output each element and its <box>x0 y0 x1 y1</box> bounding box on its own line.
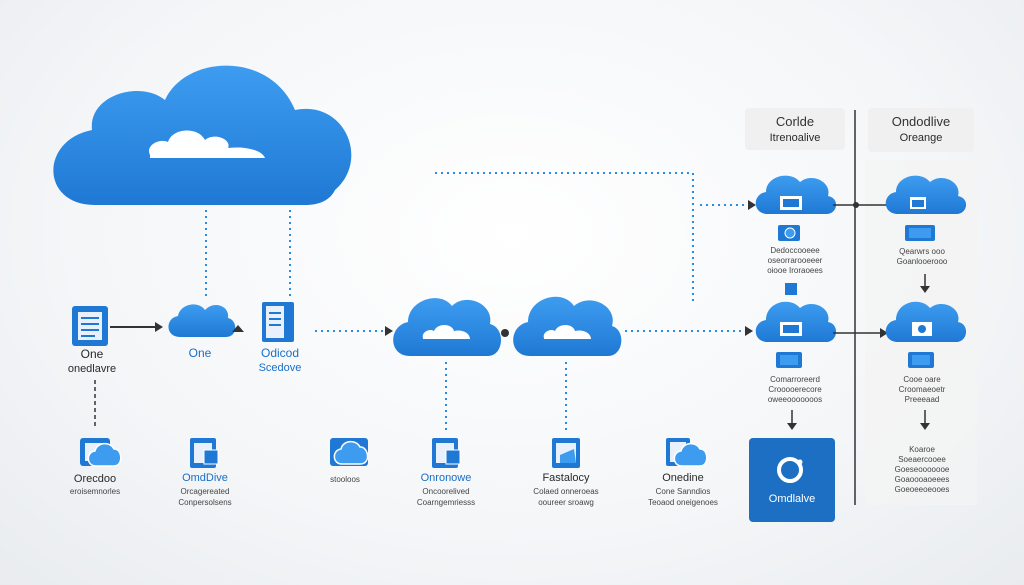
onedrive-logo-dot <box>797 459 803 465</box>
panel-right-title-1: Ondodlive <box>892 114 951 129</box>
doc-label-1: Odicod <box>261 346 299 360</box>
bottom-label-3: ooureer sroawg <box>538 498 594 507</box>
cloud-monitor-icon <box>885 175 967 214</box>
connector <box>435 172 694 303</box>
cloud-monitor-icon <box>755 175 837 214</box>
small-device-icon <box>908 352 934 368</box>
caption-line: Soeaercooee <box>898 455 946 464</box>
small-device-icon <box>776 352 802 368</box>
folder-document-icon <box>552 438 580 468</box>
arrow-head-icon <box>880 328 888 338</box>
left-doc-label-1: One <box>81 347 104 361</box>
caption-line: Preeeaad <box>905 395 940 404</box>
onedrive-tile-label: Omdlalve <box>769 493 815 505</box>
panel-left-title-1: Corlde <box>776 114 814 129</box>
bottom-label-3: Teoaod oneigenoes <box>648 498 718 507</box>
medium-cloud-icon <box>393 298 502 356</box>
panel-left-header <box>745 108 845 150</box>
bottom-label-1: OmdDive <box>182 472 228 484</box>
large-cloud-icon <box>53 65 352 206</box>
arrow-head-icon <box>385 326 393 336</box>
document-icon <box>432 438 461 468</box>
caption-line: Comarroreerd <box>770 375 820 384</box>
bottom-label-1: stooloos <box>330 475 360 484</box>
connector-dot <box>501 329 509 337</box>
arrow-head-icon <box>920 286 930 293</box>
panel-right-header <box>868 108 974 152</box>
cloud-folder-icon <box>666 438 708 467</box>
caption-line: Qearwrs ooo <box>899 247 945 256</box>
bottom-label-2: Cone Sanndios <box>656 487 711 496</box>
bottom-label-1: Onedine <box>662 472 704 484</box>
small-device-icon <box>778 225 800 241</box>
panel-right-title-2: Oreange <box>900 132 943 144</box>
caption-line: oiooe Iroraoees <box>767 266 823 275</box>
caption-line: Goeseooooooe <box>895 465 950 474</box>
document-icon <box>190 438 219 468</box>
medium-cloud-icon <box>513 296 622 356</box>
bottom-label-2: Orcagereated <box>181 487 230 496</box>
arrow-head-icon <box>748 200 756 210</box>
arrow-head-icon <box>787 423 797 430</box>
caption-line: Croomaeoetr <box>899 385 946 394</box>
panel-left-title-2: Itrenoalive <box>770 132 821 144</box>
arrow-head-icon <box>920 423 930 430</box>
folder-document-icon <box>262 302 294 342</box>
bottom-label-1: Onronowe <box>421 472 472 484</box>
bottom-left-label-2: eroisemnorles <box>70 487 120 496</box>
caption-line: Cooe oare <box>903 375 941 384</box>
left-doc-label-2: onedlavre <box>68 363 116 375</box>
caption-line: Crooooerecore <box>768 385 822 394</box>
bottom-left-label-1: Orecdoo <box>74 473 116 485</box>
arrow-head-icon <box>745 326 753 336</box>
caption-line: oseorrarooeeer <box>768 256 823 265</box>
doc-label-2: Scedove <box>259 362 302 374</box>
arrow-head-icon <box>155 322 163 332</box>
connector-dot <box>853 202 859 208</box>
cloud-folder-icon <box>330 438 369 466</box>
caption-line: Dedoccooeee <box>770 246 820 255</box>
small-device-icon <box>905 225 935 241</box>
bottom-label-2: Oncoorelived <box>422 487 469 496</box>
cloud-folder-icon <box>80 438 122 467</box>
bottom-label-1: Fastalocy <box>542 472 590 484</box>
cloud-monitor-icon <box>885 301 967 342</box>
document-icon <box>72 306 108 346</box>
bottom-label-2: Colaed onneroeas <box>533 487 598 496</box>
caption-line: Goanlooerooo <box>897 257 948 266</box>
small-square-icon <box>785 283 797 295</box>
caption-line: oweeooooooos <box>768 395 822 404</box>
small-cloud-icon <box>168 304 236 337</box>
caption-line: Goeoeeoeooes <box>895 485 950 494</box>
onedrive-logo-icon <box>777 457 803 483</box>
bottom-label-3: Coarngemriesss <box>417 498 475 507</box>
arrow-up-icon <box>232 325 244 332</box>
cloud-monitor-icon <box>755 301 837 342</box>
bottom-label-3: Conpersolsens <box>178 498 231 507</box>
caption-line: Goaoooaoeees <box>895 475 950 484</box>
cloud-label: One <box>189 346 212 360</box>
caption-line: Koaroe <box>909 445 935 454</box>
